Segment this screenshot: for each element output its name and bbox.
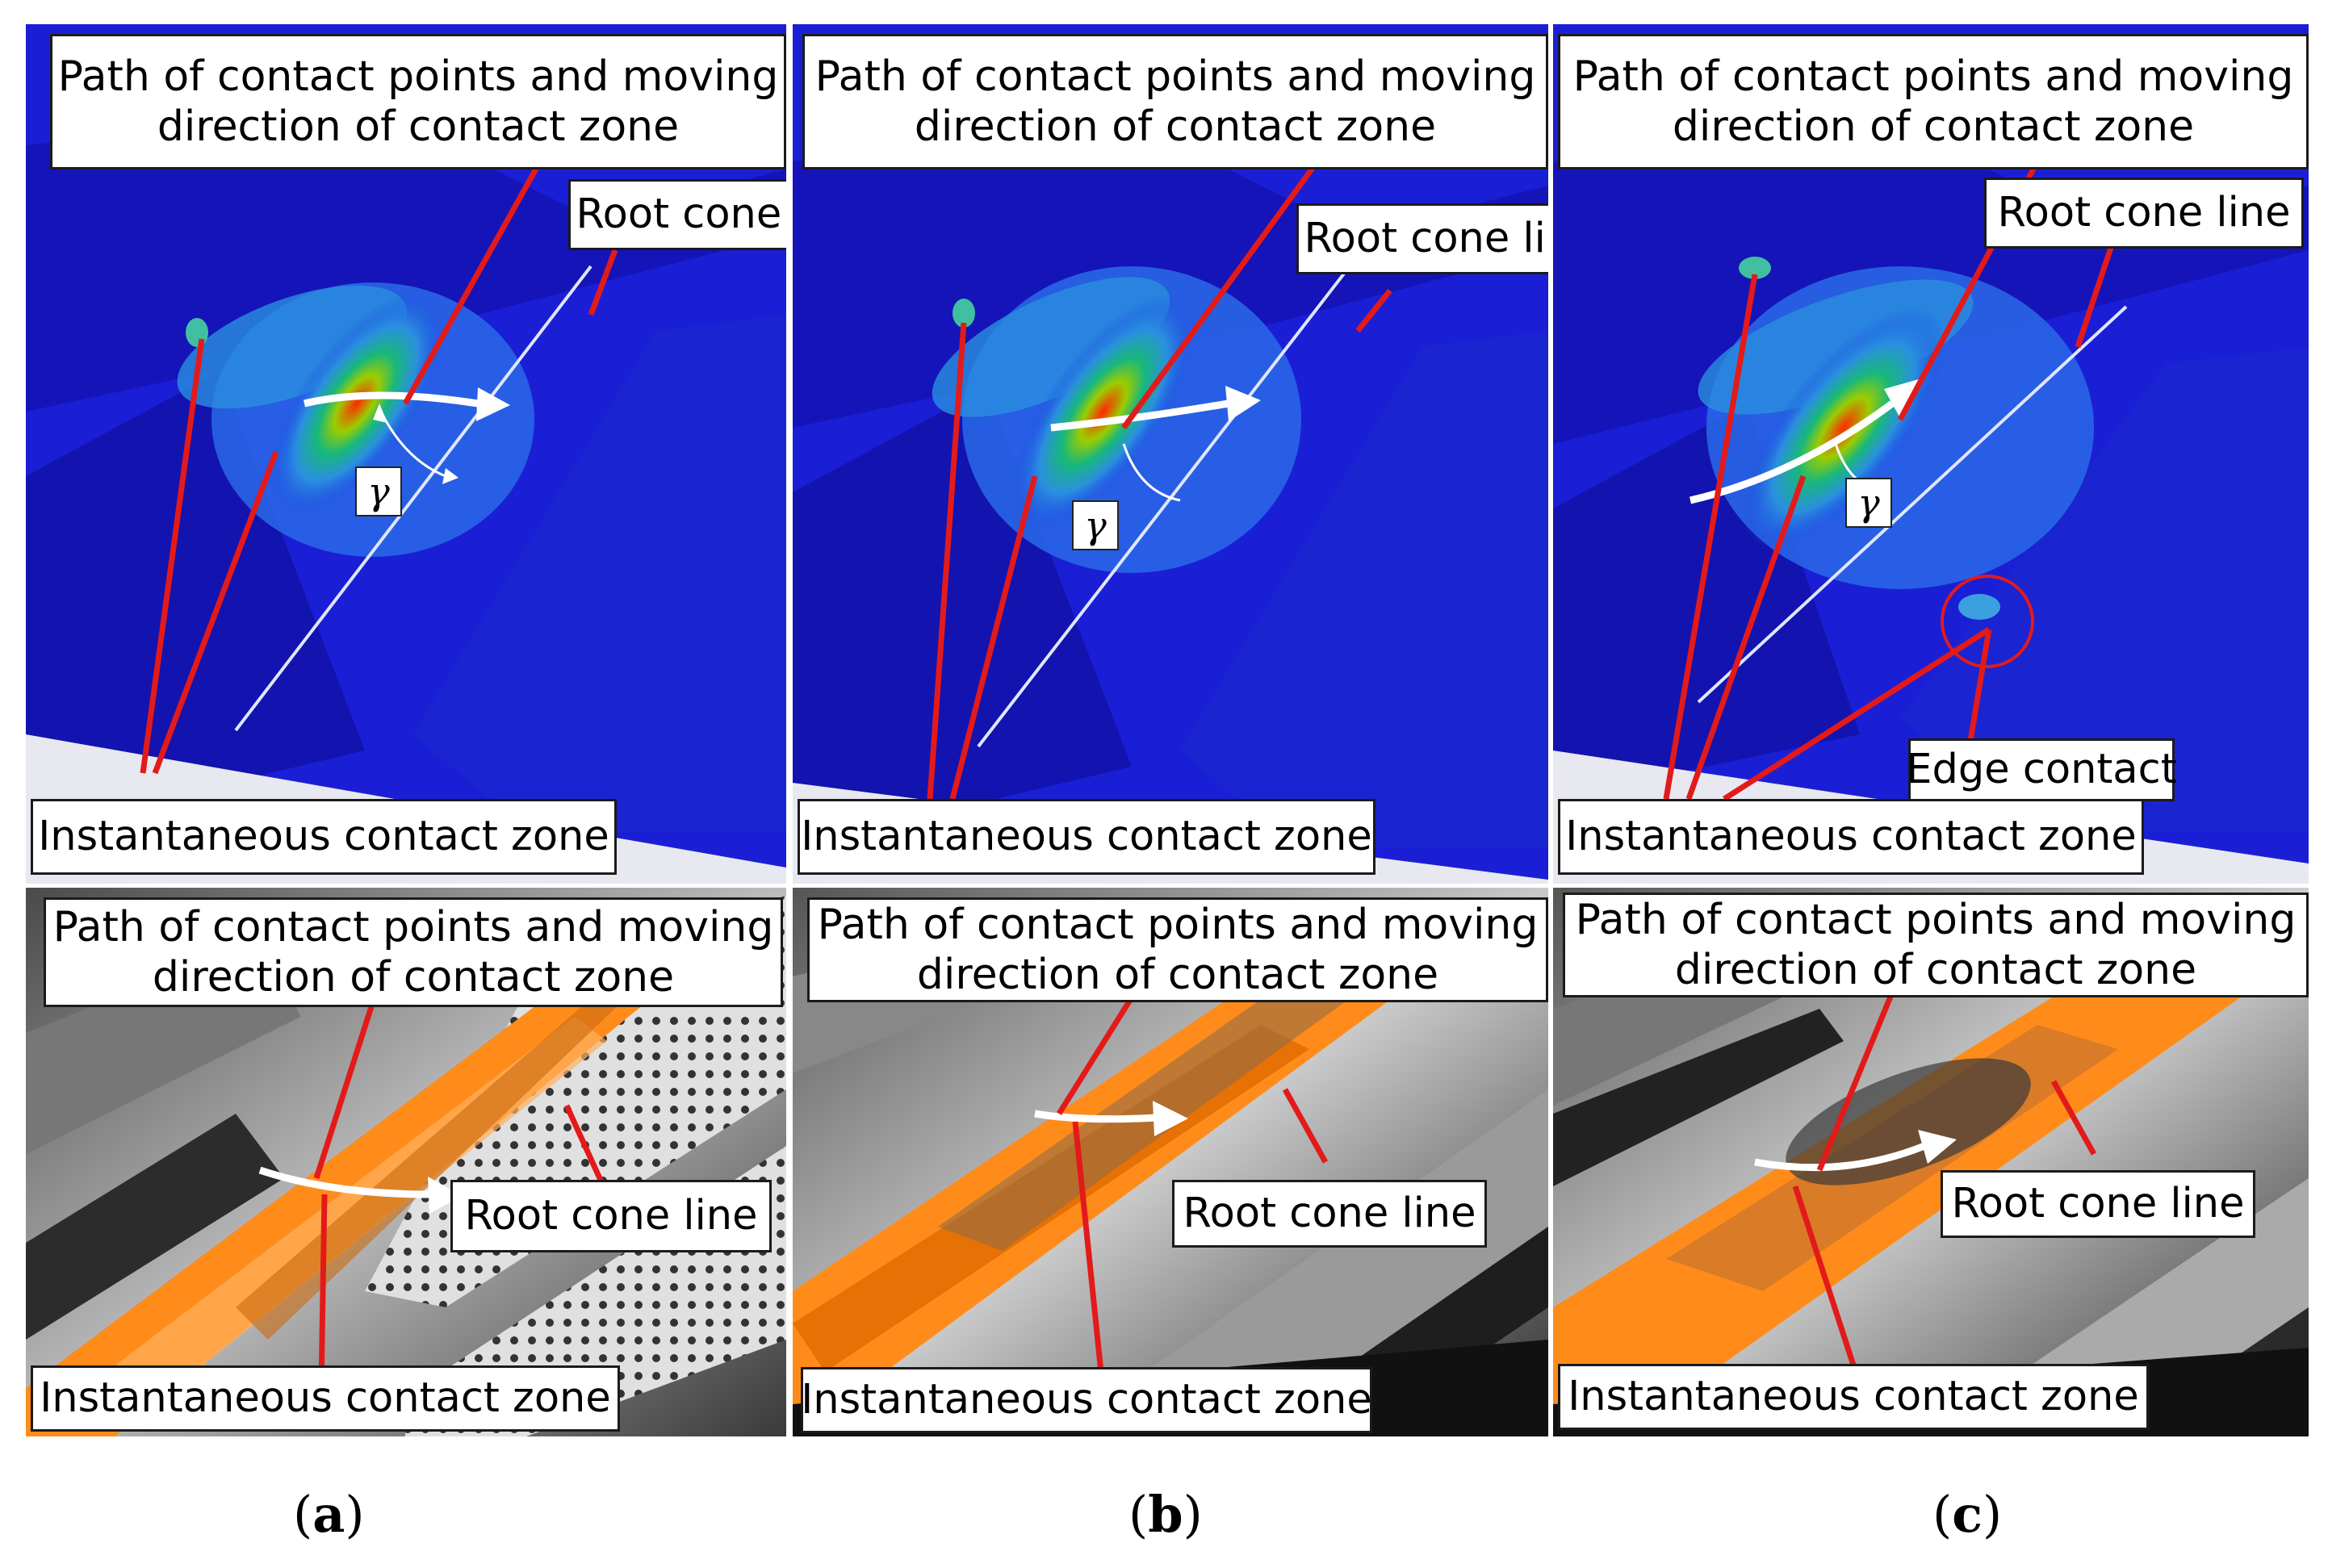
- instantaneous-label: Instantaneous contact zone: [1558, 799, 2144, 875]
- caption-close-paren: ): [345, 1485, 365, 1544]
- root-cone-label: Root cone line: [1172, 1180, 1487, 1248]
- path-label-box: Path of contact points and moving direct…: [807, 897, 1548, 1002]
- caption-open-paren: (: [1932, 1485, 1953, 1544]
- caption-b: (b): [1128, 1485, 1203, 1544]
- simulation-panel-b: γ Path of contact points and moving dire…: [793, 24, 1548, 884]
- gamma-angle-label: γ: [355, 466, 402, 516]
- root-cone-label: Root cone line: [568, 179, 786, 250]
- caption-letter-a: a: [312, 1485, 345, 1544]
- path-label-line1: Path of contact points and moving: [1575, 895, 2297, 944]
- photo-panel-b: Path of contact points and moving direct…: [793, 888, 1548, 1436]
- instantaneous-label: Instantaneous contact zone: [31, 1365, 620, 1432]
- path-label-line1: Path of contact points and moving: [1572, 52, 2294, 101]
- instantaneous-label: Instantaneous contact zone: [801, 1367, 1372, 1433]
- caption-open-paren: (: [1128, 1485, 1149, 1544]
- caption-c: (c): [1932, 1485, 2002, 1544]
- path-label-line2: direction of contact zone: [157, 102, 680, 151]
- path-label-line2: direction of contact zone: [152, 953, 675, 1001]
- photo-panel-c: Path of contact points and moving direct…: [1553, 888, 2309, 1436]
- caption-a: (a): [293, 1485, 365, 1544]
- path-label-line1: Path of contact points and moving: [817, 900, 1539, 949]
- simulation-panel-c: γ Path of contact points and moving dire…: [1553, 24, 2309, 884]
- path-label-line1: Path of contact points and moving: [52, 902, 774, 951]
- caption-open-paren: (: [293, 1485, 313, 1544]
- caption-close-paren: ): [1183, 1485, 1203, 1544]
- simulation-panel-a: γ Path of contact points and moving dire…: [26, 24, 786, 884]
- caption-letter-c: c: [1952, 1485, 1983, 1544]
- root-cone-label: Root cone line: [1984, 178, 2304, 249]
- path-label-line2: direction of contact zone: [1674, 946, 2197, 994]
- instantaneous-label: Instantaneous contact zone: [31, 799, 617, 875]
- instantaneous-label: Instantaneous contact zone: [1558, 1364, 2149, 1430]
- caption-close-paren: ): [1982, 1485, 2003, 1544]
- photo-panel-a: Path of contact points and moving direct…: [26, 888, 786, 1436]
- path-label-line2: direction of contact zone: [916, 951, 1439, 999]
- root-cone-label: Root cone line: [1296, 203, 1548, 274]
- gamma-angle-label: γ: [1072, 500, 1119, 550]
- edge-contact-label: Edge contact: [1906, 738, 2177, 801]
- root-cone-label: Root cone line: [1941, 1170, 2255, 1238]
- path-label-box: Path of contact points and moving direct…: [1558, 34, 2309, 169]
- path-label-line1: Path of contact points and moving: [57, 52, 779, 101]
- path-label-line1: Path of contact points and moving: [814, 52, 1536, 101]
- gamma-angle-label: γ: [1845, 478, 1892, 528]
- root-cone-label: Root cone line: [450, 1180, 772, 1252]
- path-label-box: Path of contact points and moving direct…: [50, 34, 786, 169]
- path-label-line2: direction of contact zone: [1672, 102, 2195, 151]
- path-label-box: Path of contact points and moving direct…: [802, 34, 1548, 169]
- caption-letter-b: b: [1148, 1485, 1183, 1544]
- path-label-line2: direction of contact zone: [914, 102, 1437, 151]
- path-label-box: Path of contact points and moving direct…: [1563, 893, 2309, 997]
- instantaneous-label: Instantaneous contact zone: [798, 799, 1375, 875]
- path-label-box: Path of contact points and moving direct…: [44, 897, 783, 1007]
